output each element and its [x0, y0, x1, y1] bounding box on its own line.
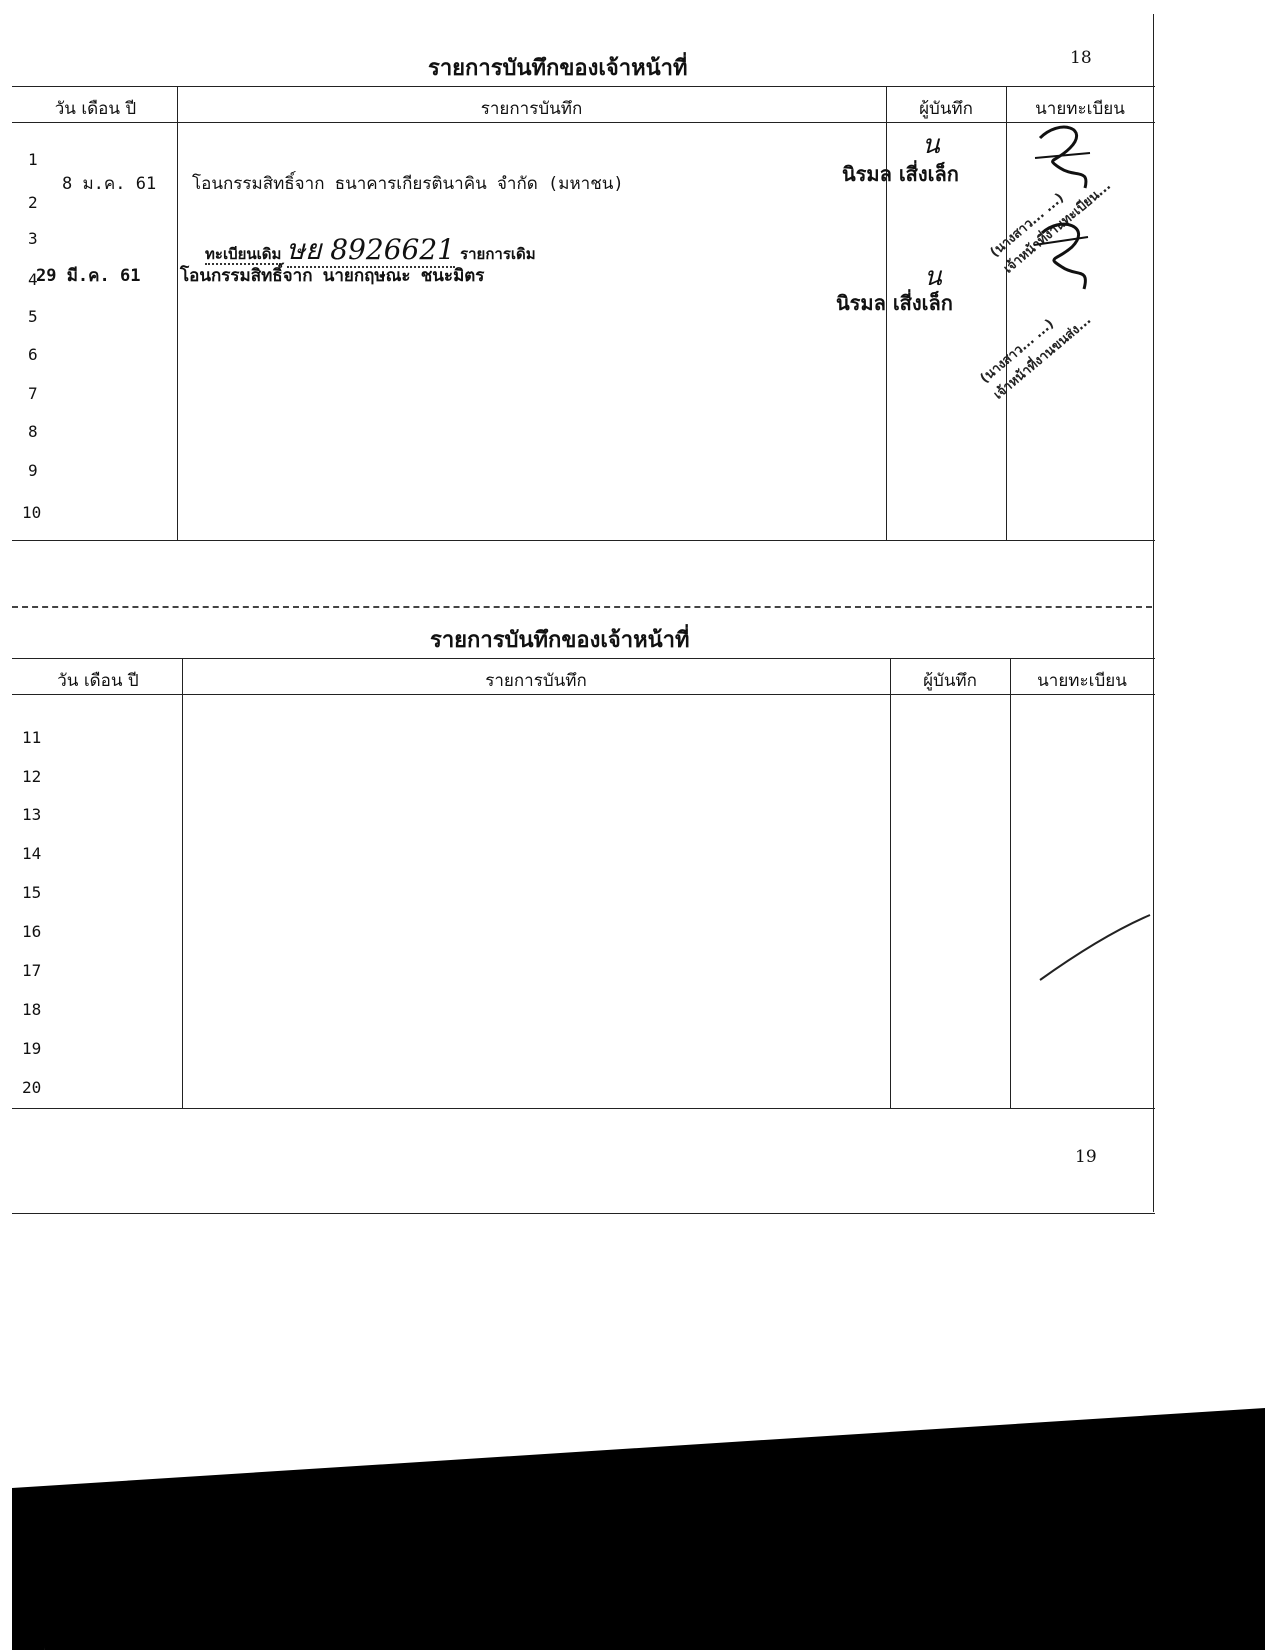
top-header-entry: รายการบันทึก — [480, 99, 583, 119]
top-row-number: 9 — [28, 461, 38, 480]
old-plate-handwritten: ษย 8926621 — [286, 233, 455, 268]
entry-1-recorder: นิรมล เสี่งเล็ก — [842, 162, 959, 186]
bottom-row-number: 12 — [22, 767, 42, 786]
registrar-signature-1 — [1034, 125, 1091, 189]
bottom-row-number: 11 — [22, 728, 42, 747]
bottom-header-entry: รายการบันทึก — [485, 671, 587, 691]
page-separator — [12, 606, 1152, 608]
bottom-page-number: 19 — [1075, 1147, 1097, 1167]
bottom-row-number: 16 — [22, 922, 42, 941]
bottom-header-recorder: ผู้บันทึก — [923, 671, 977, 691]
top-row-number: 5 — [28, 307, 38, 326]
bottom-row-number: 19 — [22, 1039, 42, 1058]
bottom-row-number: 20 — [22, 1078, 42, 1097]
old-plate-prefix: ทะเบียนเดิม — [205, 245, 282, 265]
entry-1-text: โอนกรรมสิทธิ์จาก ธนาคารเกียรตินาคิน จำกั… — [192, 174, 624, 194]
top-header-date: วัน เดือน ปี — [54, 99, 137, 119]
scan-shadow — [12, 1408, 1265, 1650]
top-row-number: 10 — [22, 503, 42, 522]
pen-stroke-mark — [1039, 914, 1151, 981]
top-row-number: 8 — [28, 422, 38, 441]
old-plate-suffix: รายการเดิม — [460, 245, 536, 263]
bottom-row-number: 13 — [22, 805, 42, 824]
registrar-stamp-2: (นางสาว... ...) เจ้าหน้าที่งานขนส่ง... — [975, 294, 1096, 405]
entry-2-recorder-initials: น — [924, 262, 942, 292]
top-header-registrar: นายทะเบียน — [1035, 99, 1125, 119]
entry-2-text: โอนกรรมสิทธิ์จาก นายกฤษณะ ชนะมิตร — [180, 266, 485, 286]
bottom-header-registrar: นายทะเบียน — [1037, 671, 1127, 691]
top-row-number: 4 — [28, 270, 38, 289]
top-page-number: 18 — [1070, 48, 1092, 68]
bottom-row-number: 17 — [22, 961, 42, 980]
bottom-row-number: 15 — [22, 883, 42, 902]
top-header-recorder: ผู้บันทึก — [919, 99, 973, 119]
top-row-number: 3 — [28, 229, 38, 248]
top-section-title: รายการบันทึกของเจ้าหน้าที่ — [428, 56, 688, 81]
top-row-number: 2 — [28, 193, 38, 212]
bottom-section-title: รายการบันทึกของเจ้าหน้าที่ — [430, 628, 690, 653]
bottom-row-number: 18 — [22, 1000, 42, 1019]
entry-2-date: 29 มี.ค. 61 — [36, 266, 141, 286]
top-row-number: 7 — [28, 384, 38, 403]
entry-1-date: 8 ม.ค. 61 — [62, 174, 157, 194]
top-row-number: 1 — [28, 150, 38, 169]
top-row-number: 6 — [28, 345, 38, 364]
registrar-signature-2 — [1033, 222, 1089, 290]
bottom-header-date: วัน เดือน ปี — [57, 671, 139, 691]
old-plate-line: ทะเบียนเดิม ษย 8926621 รายการเดิม — [205, 228, 536, 272]
entry-1-recorder-initials: น — [922, 130, 940, 160]
entry-2-recorder: นิรมล เสี่งเล็ก — [836, 291, 953, 315]
bottom-row-number: 14 — [22, 844, 42, 863]
